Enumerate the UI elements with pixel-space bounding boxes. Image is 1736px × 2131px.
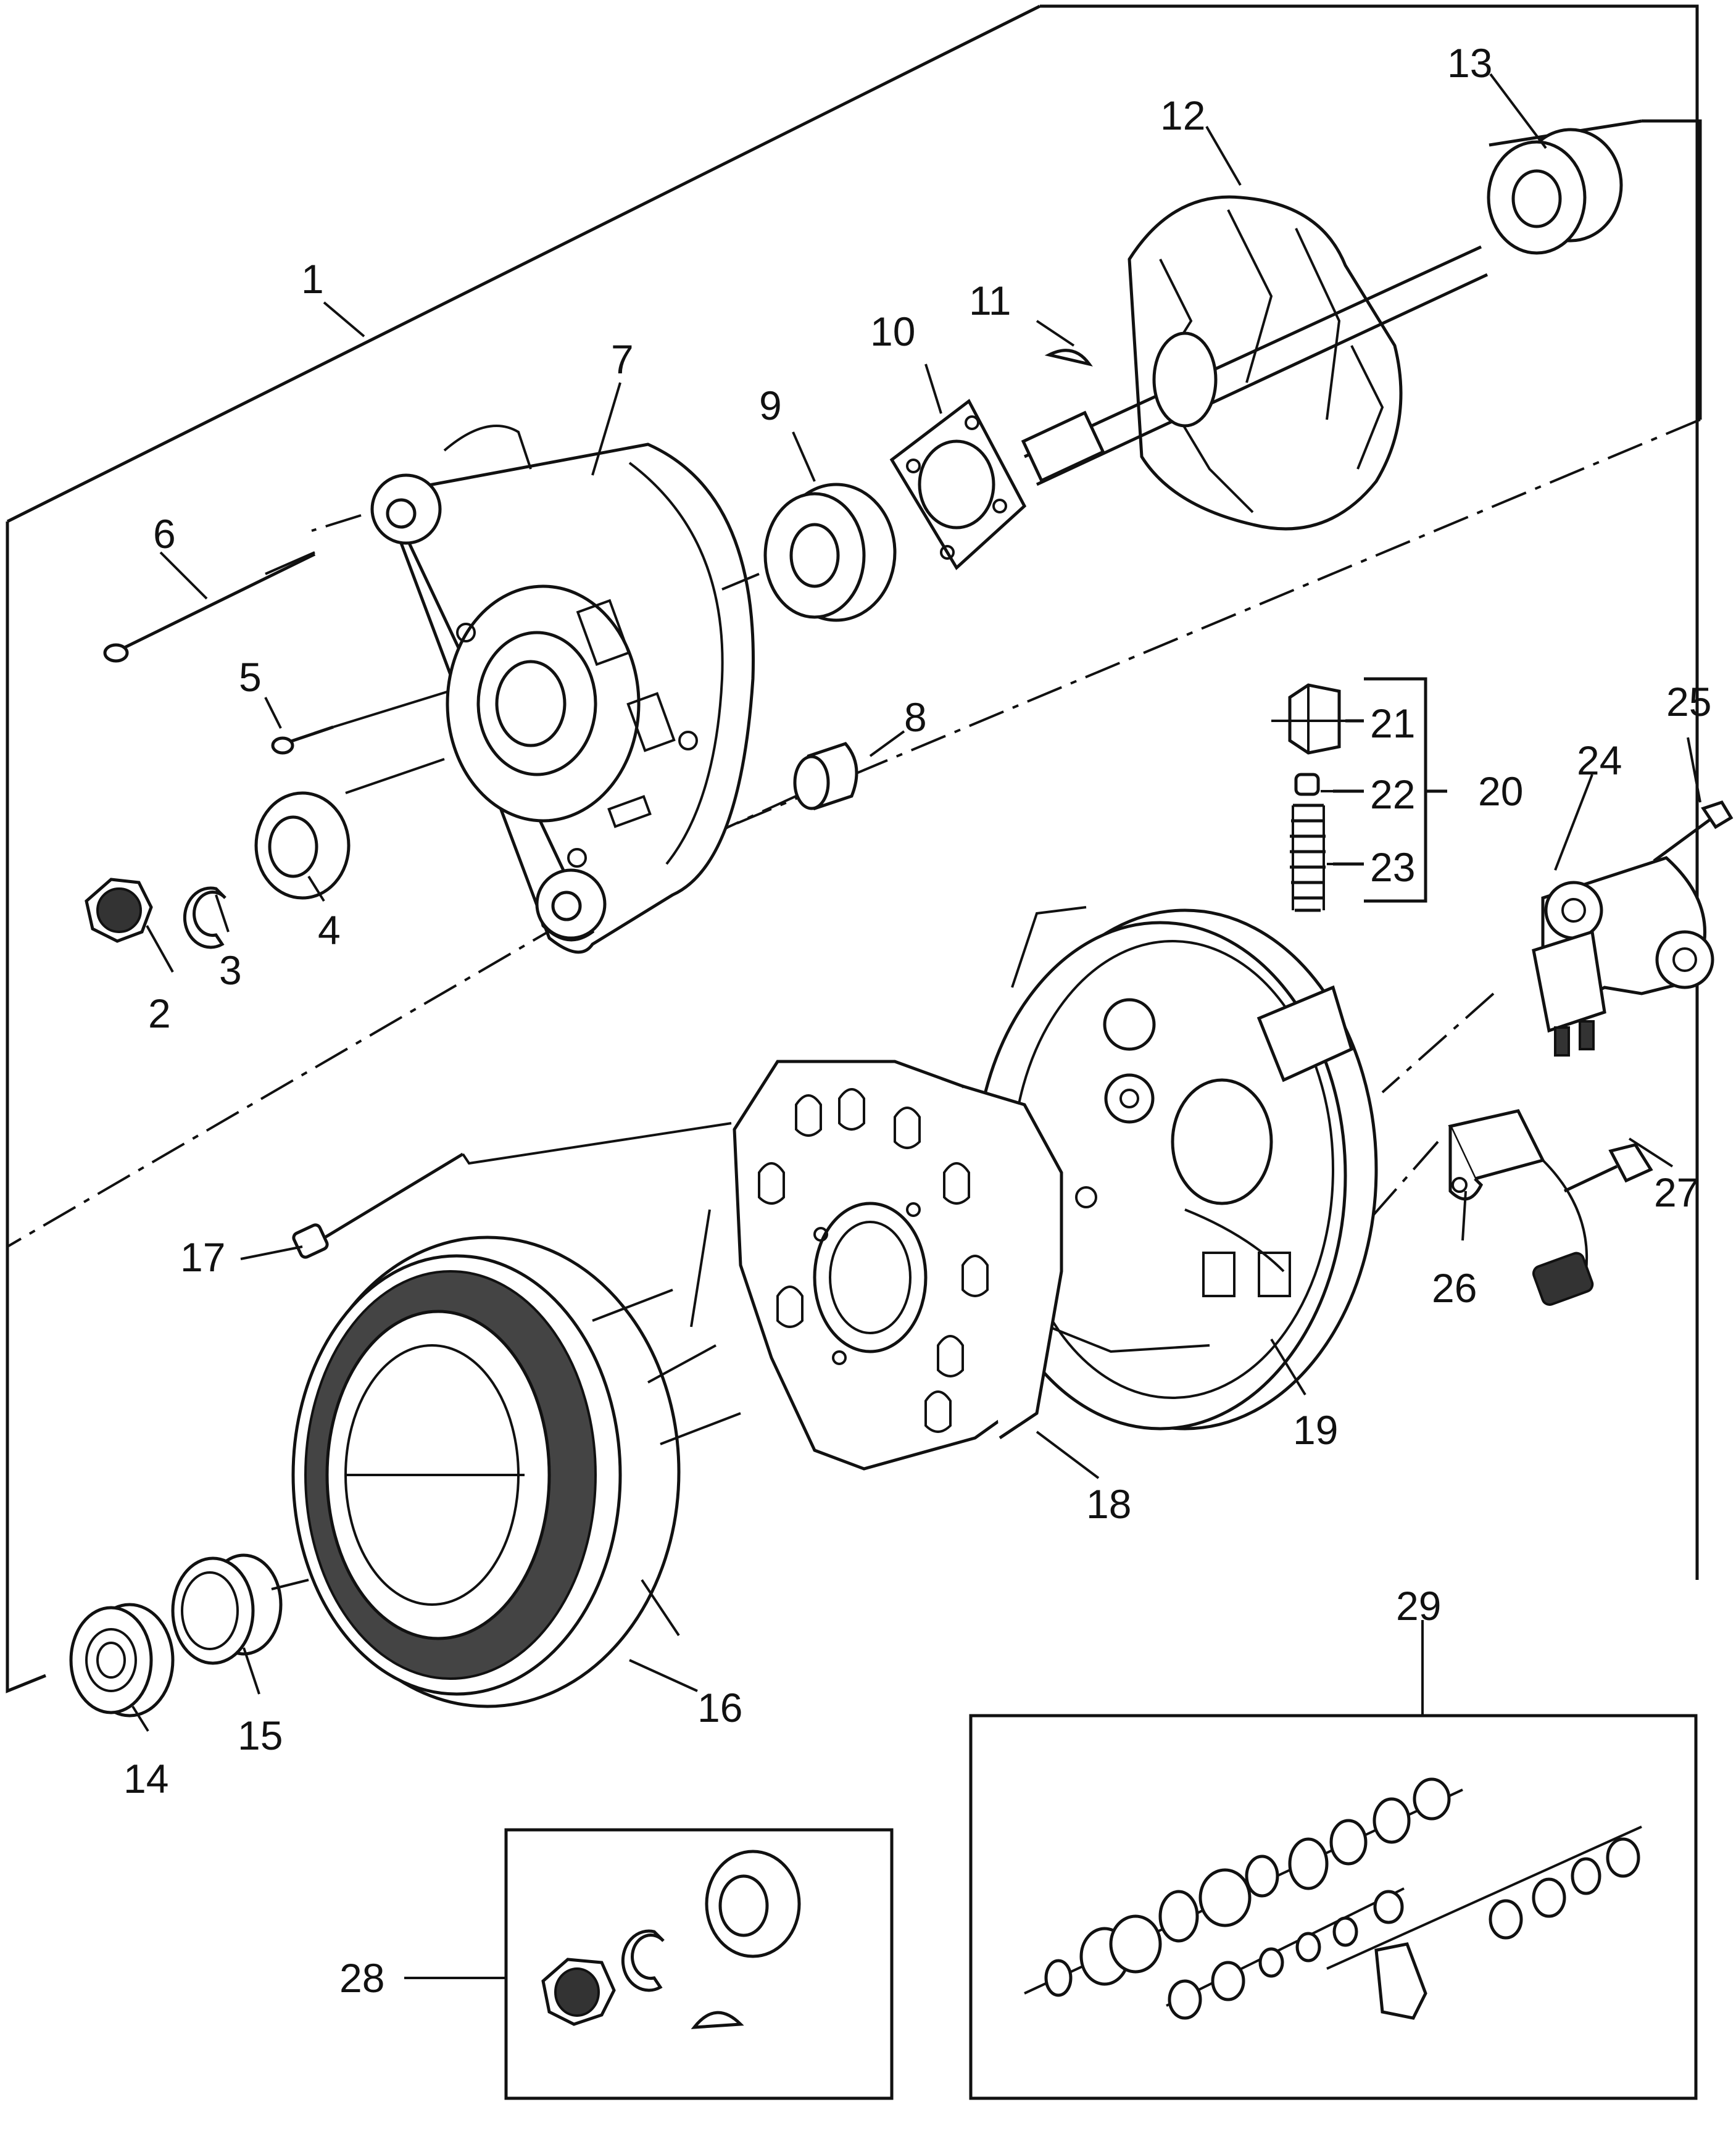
label-28: 28 [339,1955,384,2001]
label-6: 6 [153,511,176,557]
brush [1288,683,1341,755]
label-9: 9 [759,383,782,428]
label-13: 13 [1447,40,1492,86]
rectifier-plate [733,1060,1063,1471]
capacitor-bolt [1563,1143,1653,1193]
label-25: 25 [1666,679,1711,725]
label-19: 19 [1293,1407,1338,1453]
brush-spring [1290,804,1326,912]
bushing [728,742,858,828]
label-27: 27 [1654,1169,1699,1215]
label-23: 23 [1370,844,1415,890]
long-through-bolt [103,551,316,663]
label-4: 4 [318,907,341,953]
label-18: 18 [1086,1481,1131,1527]
callout-labels: 1 2 3 4 5 6 7 8 9 10 11 12 13 14 15 16 1… [123,40,1711,2001]
drive-end-housing [370,425,755,954]
label-17: 17 [180,1234,225,1280]
leader-lines [131,73,1701,1979]
pulley-nut [85,878,153,943]
kit-28-box [504,1828,894,2100]
label-7: 7 [611,336,634,382]
rear-end-housing [973,906,1378,1431]
rear-bearing [1487,128,1623,255]
label-24: 24 [1577,737,1622,783]
label-10: 10 [870,309,915,354]
label-22: 22 [1370,771,1415,817]
front-bearing [721,483,897,622]
woodruff-key [1044,349,1093,367]
stator [291,1209,741,1708]
brush-kit-bracket [1333,677,1447,903]
label-15: 15 [238,1713,283,1758]
regulator-screw [1653,800,1734,863]
label-12: 12 [1160,93,1205,138]
label-26: 26 [1432,1265,1477,1311]
label-20: 20 [1478,768,1523,814]
label-2: 2 [148,991,171,1036]
label-8: 8 [904,694,927,740]
label-11: 11 [969,278,1011,323]
rotor [1021,195,1489,531]
label-3: 3 [219,947,242,993]
label-1: 1 [301,256,324,302]
stator-side-bearing [69,1603,175,1718]
short-screw [271,684,470,755]
lock-washer [183,886,226,949]
spacer-ring [254,758,445,900]
brush-lead-clip [1294,773,1320,796]
label-21: 21 [1370,700,1415,746]
label-29: 29 [1396,1583,1441,1629]
label-14: 14 [123,1756,168,1801]
label-5: 5 [239,654,262,700]
collar-ring [171,1553,309,1665]
kit-29-box [969,1714,1698,2100]
label-16: 16 [697,1685,742,1730]
capacitor [1448,1109,1594,1306]
bearing-retainer-plate [889,399,1027,570]
voltage-regulator [1532,856,1714,1057]
